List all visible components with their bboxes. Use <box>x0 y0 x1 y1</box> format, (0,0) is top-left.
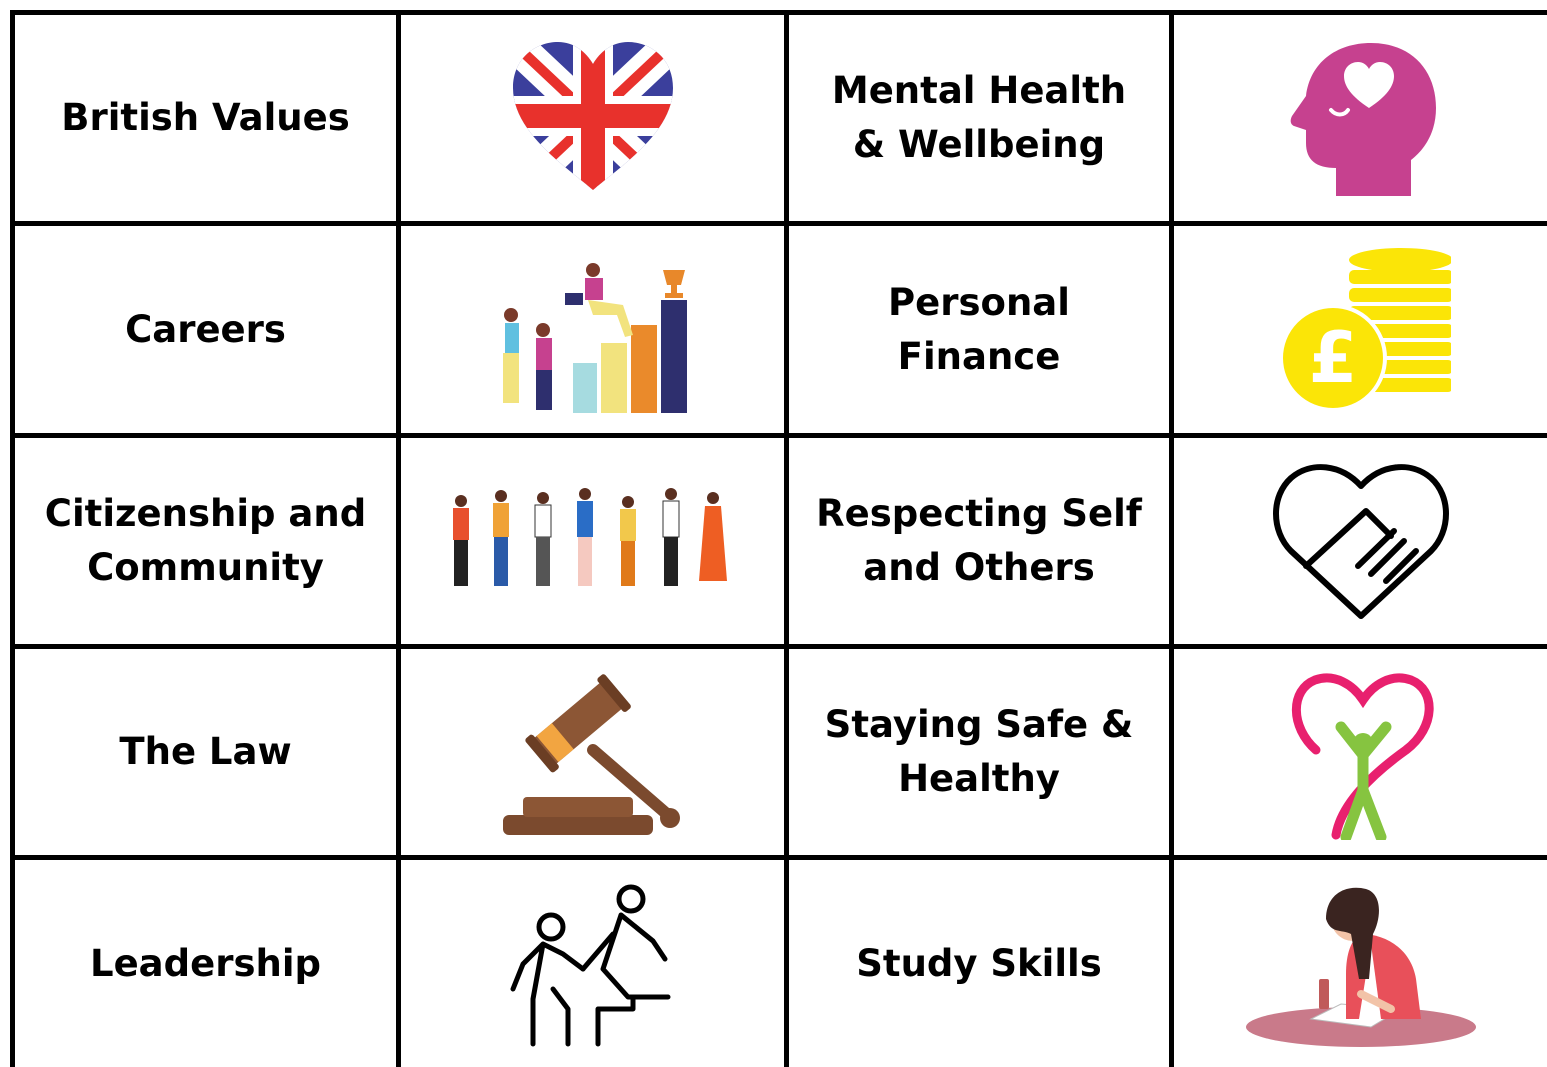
topic-label: Personal Finance <box>888 280 1070 378</box>
gavel-icon <box>401 649 784 855</box>
topic-label: Respecting Self and Others <box>816 492 1142 589</box>
student-studying-icon <box>1174 860 1547 1067</box>
career-growth-icon <box>401 226 784 433</box>
table-border-left <box>10 10 15 1067</box>
topic-label: Study Skills <box>856 941 1102 985</box>
head-heart-icon <box>1174 15 1547 221</box>
table-row: Respecting Self and Others <box>789 438 1169 644</box>
table-row: Study Skills <box>789 860 1169 1067</box>
table-border-top <box>10 10 1547 15</box>
svg-text:£: £ <box>1308 317 1357 399</box>
topic-label: Careers <box>125 307 286 351</box>
pound-coins-icon: £ <box>1174 226 1547 433</box>
heart-person-icon <box>1174 649 1547 855</box>
table-row: The Law <box>15 649 396 855</box>
table-row: Staying Safe & Healthy <box>789 649 1169 855</box>
community-people-icon <box>401 438 784 644</box>
topic-label: Leadership <box>90 941 321 985</box>
column-divider <box>784 10 789 1067</box>
helping-hand-stairs-icon <box>401 860 784 1067</box>
table-row: Personal Finance <box>789 226 1169 433</box>
table-row: British Values <box>15 15 396 221</box>
row-divider <box>10 644 1547 649</box>
row-divider <box>10 855 1547 860</box>
table-row: Mental Health & Wellbeing <box>789 15 1169 221</box>
topic-label: Citizenship and Community <box>44 492 367 589</box>
table-row: Leadership <box>15 860 396 1067</box>
topic-label: Staying Safe & Healthy <box>824 703 1134 800</box>
topic-label: The Law <box>119 730 292 773</box>
handshake-heart-icon <box>1174 438 1547 644</box>
table-row: Citizenship and Community <box>15 438 396 644</box>
row-divider <box>10 433 1547 438</box>
topic-label: British Values <box>61 96 350 139</box>
union-jack-heart-icon <box>401 15 784 221</box>
table-row: Careers <box>15 226 396 433</box>
topic-label: Mental Health & Wellbeing <box>831 69 1127 166</box>
column-divider <box>1169 10 1174 1067</box>
column-divider <box>396 10 401 1067</box>
row-divider <box>10 221 1547 226</box>
